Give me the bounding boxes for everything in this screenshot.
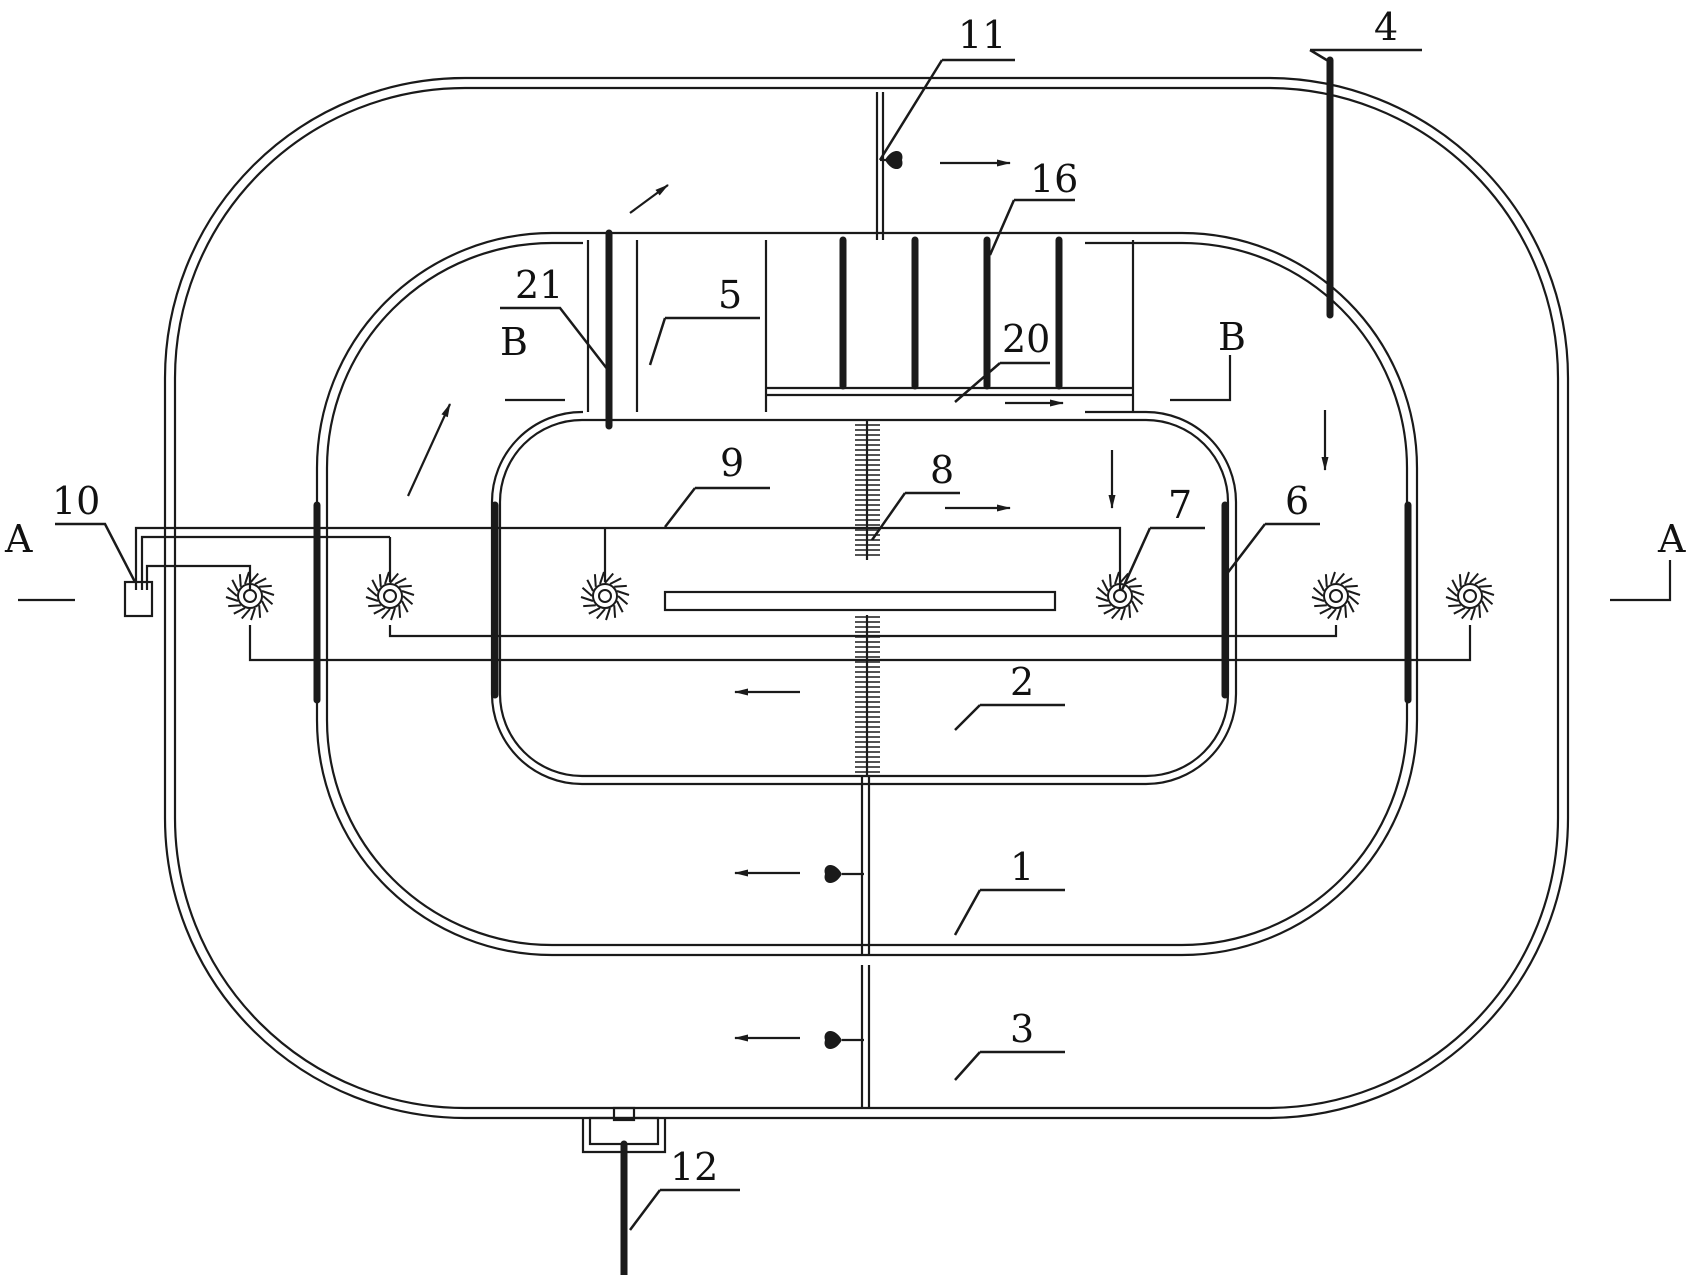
leader-lines	[55, 48, 1422, 1231]
flow-arrows	[406, 159, 1329, 1042]
outlet-12	[581, 1106, 667, 1279]
label-9: 9	[720, 441, 744, 485]
settling-compartment	[583, 236, 1135, 416]
inner-chamber-wall	[490, 410, 1238, 786]
central-bar	[663, 590, 1057, 612]
section-line-a-right	[1610, 560, 1672, 602]
label-16: 16	[1030, 157, 1078, 201]
propeller-middle	[824, 864, 864, 884]
aerator-6	[1445, 571, 1495, 621]
section-mark-a-right: A	[1657, 517, 1686, 561]
label-7: 7	[1168, 483, 1192, 527]
aerator-1	[225, 571, 275, 621]
label-11: 11	[958, 13, 1006, 57]
aerator-4	[1095, 571, 1145, 621]
blower-10	[123, 580, 154, 618]
aerator-2	[365, 571, 415, 621]
label-2: 2	[1010, 660, 1034, 704]
label-12: 12	[670, 1145, 718, 1189]
label-3: 3	[1010, 1007, 1034, 1051]
air-supply-pipe	[134, 526, 1472, 662]
label-6: 6	[1285, 479, 1309, 523]
section-mark-b-right: B	[1218, 315, 1246, 359]
diffuser-comb	[855, 420, 880, 776]
label-8: 8	[930, 448, 954, 492]
label-5: 5	[718, 273, 742, 317]
aerator-3	[580, 571, 630, 621]
outer-channel-wall	[163, 76, 1570, 1120]
propeller-bottom	[824, 1030, 864, 1050]
label-1: 1	[1010, 845, 1034, 889]
section-mark-b-left: B	[500, 320, 528, 364]
section-mark-a-left: A	[4, 517, 33, 561]
section-line-b-right	[1170, 355, 1232, 402]
baffle-plates	[839, 236, 1063, 390]
aerator-5	[1311, 571, 1361, 621]
label-4: 4	[1374, 5, 1398, 49]
label-10: 10	[52, 479, 100, 523]
label-20: 20	[1002, 317, 1050, 361]
label-21: 21	[515, 263, 563, 307]
outer-channel-wall-inner	[173, 86, 1560, 1110]
